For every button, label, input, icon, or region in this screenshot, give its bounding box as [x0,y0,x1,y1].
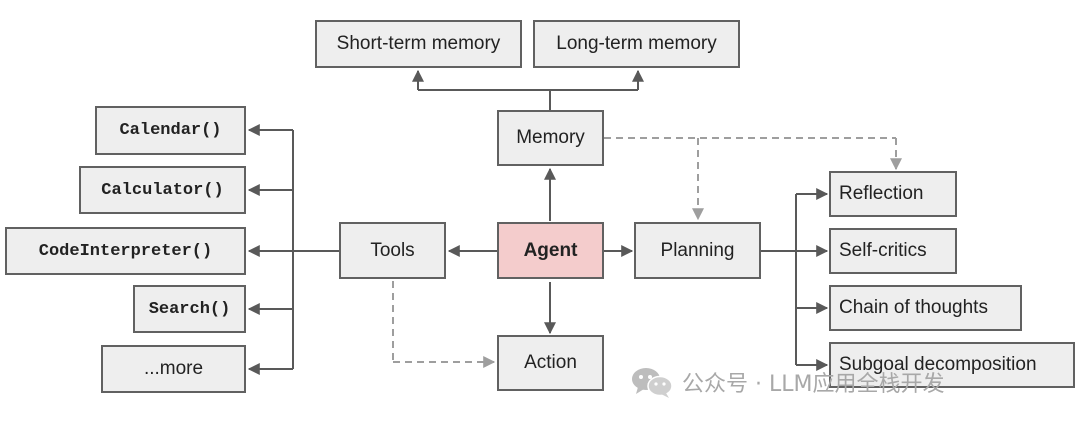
tools-node: Tools [339,222,446,279]
calculator-tool-node: Calculator() [79,166,246,214]
agent-connectors [447,167,634,335]
long-term-memory-node: Long-term memory [533,20,740,68]
code-interpreter-tool-node: CodeInterpreter() [5,227,246,275]
chain-of-thoughts-node: Chain of thoughts [829,285,1022,331]
tools-to-action-dashed-connector [392,281,496,368]
more-tools-node: ...more [101,345,246,393]
reflection-node: Reflection [829,171,957,217]
memory-dashed-connector [604,137,902,221]
subgoal-decomposition-node: Subgoal decomposition [829,342,1075,388]
tools-to-tool-list-connector [247,124,339,375]
agent-node: Agent [497,222,604,279]
watermark-text: 公众号 · LLM应用全栈开发 [682,372,945,397]
self-critics-node: Self-critics [829,228,957,274]
short-term-memory-node: Short-term memory [315,20,522,68]
search-tool-node: Search() [133,285,246,333]
calendar-tool-node: Calendar() [95,106,246,155]
planning-node: Planning [634,222,761,279]
memory-node: Memory [497,110,604,166]
planning-to-techniques-connector [761,188,829,371]
wechat-icon [632,368,673,398]
memory-to-memory-types-connector [412,69,644,110]
action-node: Action [497,335,604,391]
watermark: 公众号 · LLM应用全栈开发 [630,365,944,399]
